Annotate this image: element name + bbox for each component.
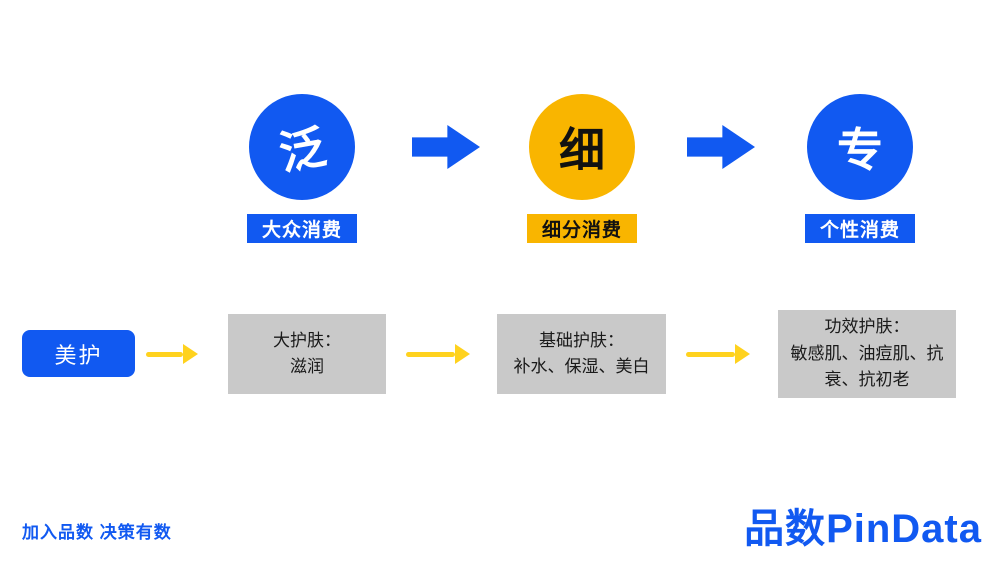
flow-box-3: 功效护肤： 敏感肌、油痘肌、抗衰、抗初老: [778, 310, 956, 398]
flow-box-3-detail: 敏感肌、油痘肌、抗衰、抗初老: [790, 343, 944, 390]
flow-box-3-title: 功效护肤：: [824, 317, 910, 337]
stage-2-label: 细分消费: [527, 214, 637, 243]
yellow-arrow-icon: [686, 344, 750, 364]
flow-box-1: 大护肤： 滋润: [228, 314, 386, 394]
arrow-shaft: [686, 351, 735, 357]
stage-1-character: 泛: [275, 120, 330, 180]
stage-3-character: 专: [837, 124, 883, 176]
stage-2-character: 细: [559, 124, 605, 176]
category-source-pill: 美护: [22, 330, 135, 377]
footer-slogan: 加入品数 决策有数: [22, 523, 172, 542]
arrow-head: [455, 344, 470, 364]
arrow-head: [183, 344, 198, 364]
arrow-shaft: [406, 351, 455, 357]
pindata-logo: 品数 PinData: [744, 496, 982, 554]
flow-box-1-detail: 滋润: [290, 357, 324, 376]
arrow-shaft: [146, 351, 183, 357]
flow-box-2-detail: 补水、保湿、美白: [513, 357, 650, 376]
stage-3-circle: 专: [807, 94, 913, 200]
right-arrow-icon: [687, 125, 755, 169]
flow-box-2: 基础护肤： 补水、保湿、美白: [497, 314, 666, 394]
right-arrow-icon: [412, 125, 480, 169]
yellow-arrow-icon: [146, 344, 198, 364]
logo-en-text: PinData: [826, 507, 982, 551]
yellow-arrow-icon: [406, 344, 470, 364]
flow-box-2-title: 基础护肤：: [539, 330, 624, 350]
stage-1-label: 大众消费: [247, 214, 357, 243]
flow-box-1-title: 大护肤：: [273, 330, 341, 350]
stage-2-circle: 细: [529, 94, 635, 200]
arrow-head: [735, 344, 750, 364]
stage-1-circle: 泛: [249, 94, 355, 200]
stage-3-label: 个性消费: [805, 214, 915, 243]
logo-cn-text: 品数: [744, 507, 827, 551]
